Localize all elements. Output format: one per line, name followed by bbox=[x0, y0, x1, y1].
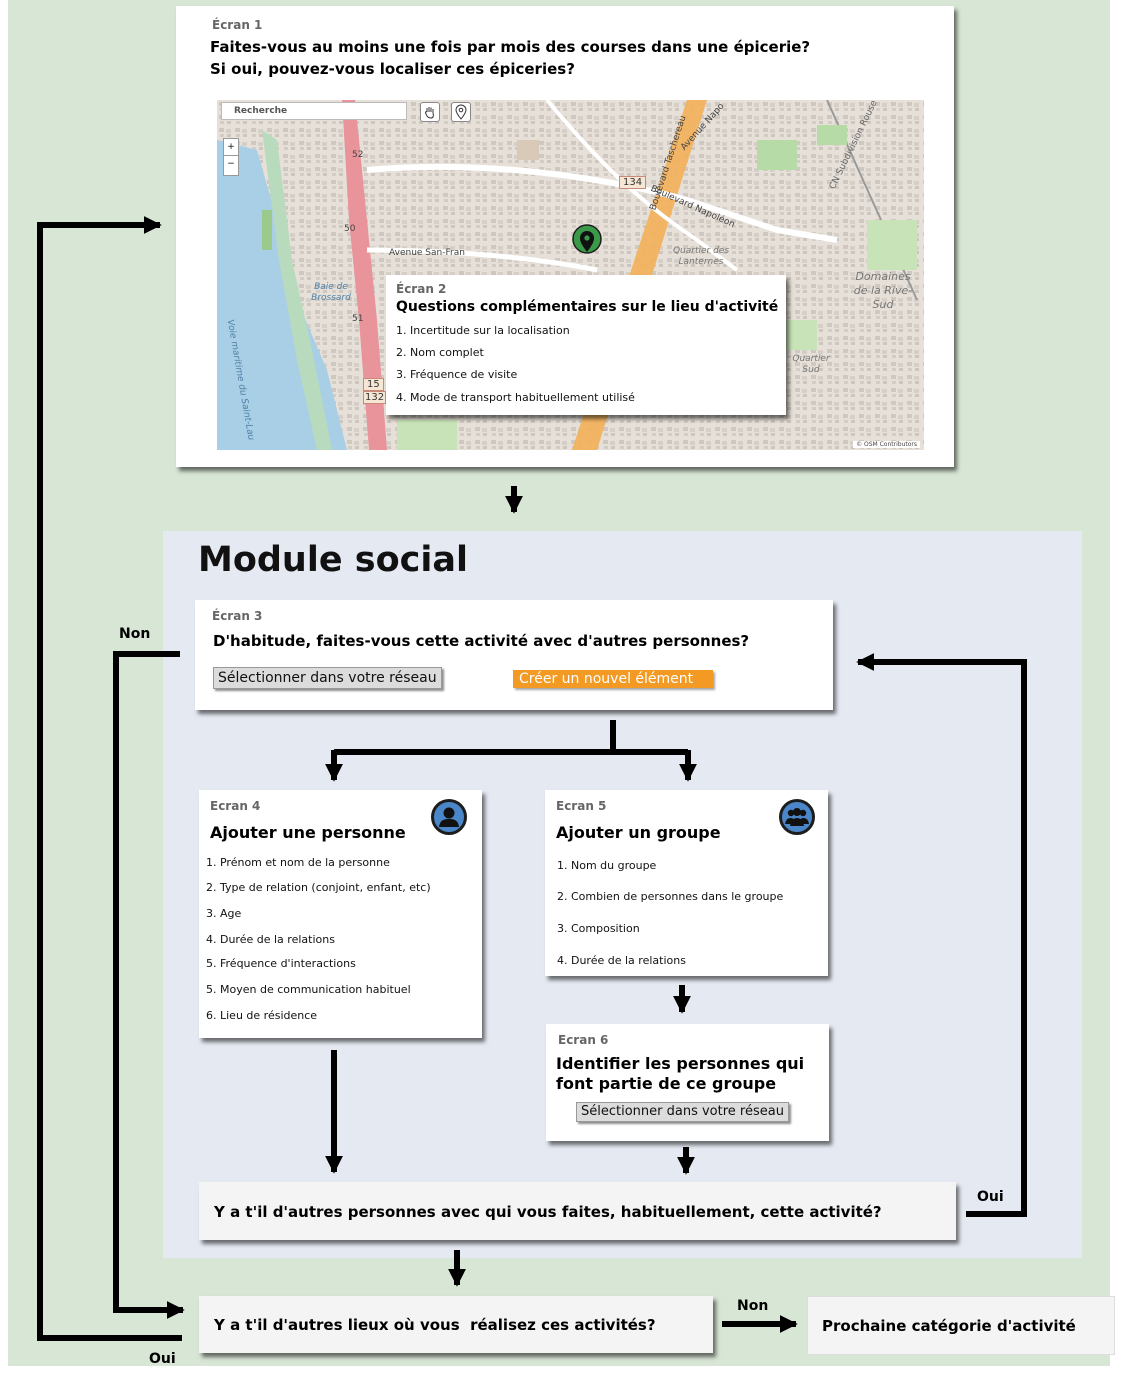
screen-4-label: Ecran 4 bbox=[210, 799, 261, 813]
zoom-in-button[interactable]: + bbox=[224, 139, 238, 156]
flow-label-oui-others: Oui bbox=[977, 1189, 1004, 1205]
screen-5-card: Ecran 5 Ajouter un groupe 1. Nom du grou… bbox=[545, 790, 828, 976]
other-places-question-box: Y a t'il d'autres lieux où vous réalisez… bbox=[199, 1296, 713, 1353]
map-place-baie: Baie de Brossard bbox=[311, 282, 351, 303]
select-from-network-button[interactable]: Sélectionner dans votre réseau bbox=[576, 1102, 789, 1122]
zoom-control: + − bbox=[223, 138, 239, 176]
screen-5-item: 3. Composition bbox=[557, 922, 640, 935]
route-badge-51: 51 bbox=[352, 314, 364, 324]
screen-1-question-line1: Faites-vous au moins une fois par mois d… bbox=[210, 38, 811, 56]
other-persons-question: Y a t'il d'autres personnes avec qui vou… bbox=[214, 1203, 882, 1221]
screen-5-item: 4. Durée de la relations bbox=[557, 954, 686, 967]
screen-4-item: 5. Moyen de communication habituel bbox=[206, 983, 411, 996]
route-badge-15: 15 bbox=[363, 378, 384, 391]
location-marker-icon bbox=[572, 224, 602, 254]
screen-6-title-line2: font partie de ce groupe bbox=[556, 1074, 777, 1093]
screen-5-label: Ecran 5 bbox=[556, 799, 607, 813]
screen-4-item: 3. Age bbox=[206, 907, 242, 920]
screen-5-title: Ajouter un groupe bbox=[556, 823, 721, 842]
module-social-title: Module social bbox=[198, 540, 469, 580]
selected-location-marker[interactable] bbox=[572, 224, 602, 260]
screen-2-item: 3. Fréquence de visite bbox=[396, 368, 518, 381]
map-place-quartier-lanternes: Quartier des Lanternes bbox=[672, 246, 730, 267]
arrow-non-screen3-to-places bbox=[113, 651, 185, 1319]
route-badge-134: 134 bbox=[619, 176, 647, 189]
screen-2-card: Écran 2 Questions complémentaires sur le… bbox=[386, 275, 786, 415]
screen-4-item: 4. Durée de la relations bbox=[206, 933, 335, 946]
screen-1-label: Écran 1 bbox=[212, 18, 263, 32]
screen-2-item: 2. Nom complet bbox=[396, 346, 484, 359]
screen-4-item: 6. Lieu de résidence bbox=[206, 1009, 318, 1022]
screen-3-card: Écran 3 D'habitude, faites-vous cette ac… bbox=[195, 600, 833, 710]
place-marker-button[interactable] bbox=[451, 102, 471, 122]
select-from-network-button[interactable]: Sélectionner dans votre réseau bbox=[213, 667, 442, 689]
screen-6-label: Ecran 6 bbox=[558, 1033, 609, 1047]
other-places-question: Y a t'il d'autres lieux où vous réalisez… bbox=[214, 1316, 656, 1334]
map-place-quartier-sud: Quartier Sud bbox=[792, 354, 830, 375]
screen-4-item: 5. Fréquence d'interactions bbox=[206, 957, 356, 970]
hand-icon bbox=[425, 107, 434, 119]
create-new-element-button[interactable]: Créer un nouvel élément bbox=[513, 670, 713, 688]
route-badge-52: 52 bbox=[352, 150, 364, 160]
screen-3-label: Écran 3 bbox=[212, 609, 263, 623]
route-badge-50: 50 bbox=[344, 224, 356, 234]
screen-4-item: 2. Type de relation (conjoint, enfant, e… bbox=[206, 881, 431, 894]
map-street-avenue-san: Avenue San-Fran bbox=[389, 248, 465, 258]
arrow-screen3-split bbox=[334, 720, 688, 780]
group-icon bbox=[779, 799, 815, 835]
screen-2-item: 4. Mode de transport habituellement util… bbox=[396, 391, 635, 404]
next-category-label: Prochaine catégorie d'activité bbox=[822, 1317, 1076, 1335]
screen-2-item: 1. Incertitude sur la localisation bbox=[396, 324, 570, 337]
flow-label-non-places: Non bbox=[737, 1298, 769, 1314]
flow-label-oui-places: Oui bbox=[149, 1351, 176, 1367]
screen-2-title: Questions complémentaires sur le lieu d'… bbox=[396, 299, 779, 315]
map-search-label: Recherche bbox=[234, 106, 288, 116]
flow-label-non-screen3: Non bbox=[119, 626, 151, 642]
screen-5-item: 2. Combien de personnes dans le groupe bbox=[557, 890, 784, 903]
next-category-box: Prochaine catégorie d'activité bbox=[807, 1296, 1115, 1355]
map-place-domaines: Domaines de la Rive-Sud bbox=[853, 270, 913, 311]
route-badge-132: 132 bbox=[363, 391, 387, 404]
map-credit: © OSM Contributors bbox=[853, 441, 920, 448]
screen-2-label: Écran 2 bbox=[396, 282, 447, 296]
pan-tool-button[interactable] bbox=[420, 102, 440, 122]
screen-4-card: Ecran 4 Ajouter une personne 1. Prénom e… bbox=[199, 790, 482, 1038]
screen-3-question: D'habitude, faites-vous cette activité a… bbox=[213, 632, 750, 650]
location-pin-icon bbox=[455, 104, 467, 120]
arrow-oui-places-to-screen1 bbox=[37, 216, 182, 1341]
zoom-out-button[interactable]: − bbox=[227, 159, 235, 169]
screen-4-title: Ajouter une personne bbox=[210, 823, 406, 842]
other-persons-question-box: Y a t'il d'autres personnes avec qui vou… bbox=[199, 1182, 956, 1240]
screen-4-item: 1. Prénom et nom de la personne bbox=[206, 856, 390, 869]
arrow-oui-loop-to-screen3 bbox=[856, 653, 1027, 1217]
screen-6-title-line1: Identifier les personnes qui bbox=[556, 1054, 805, 1073]
screen-6-card: Ecran 6 Identifier les personnes qui fon… bbox=[546, 1024, 829, 1141]
screen-1-question-line2: Si oui, pouvez-vous localiser ces épicer… bbox=[210, 60, 575, 78]
screen-5-item: 1. Nom du groupe bbox=[557, 859, 657, 872]
person-icon bbox=[431, 799, 467, 835]
map-search-bar[interactable]: Recherche bbox=[221, 102, 407, 120]
